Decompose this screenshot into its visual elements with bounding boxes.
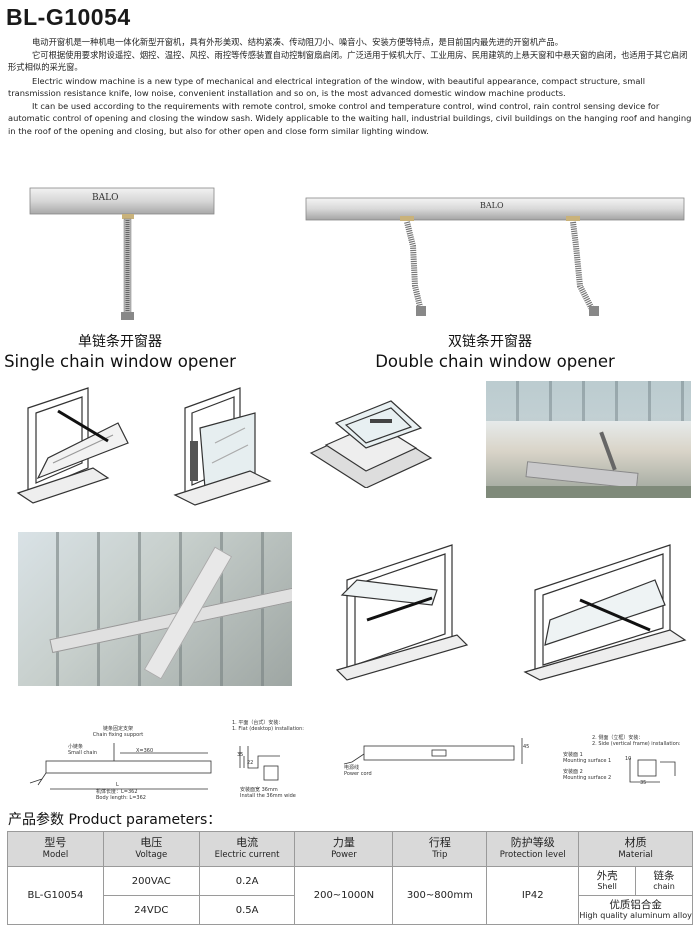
brand-logo-single: BALO — [92, 193, 119, 203]
side-dim-1: 10 — [625, 756, 632, 762]
body-length-en: Body length: L=362 — [96, 795, 146, 801]
tech-drawing-4 — [629, 758, 676, 783]
intro-cn-1: 电动开窗机是一种机电一体化新型开窗机，具有外形美观、结构紧凑、传动阻刀小、噪音小… — [32, 37, 564, 47]
single-chain-opener-image — [29, 187, 215, 320]
cell-voltage-2: 24VDC — [102, 895, 200, 925]
cell-model: BL-G10054 — [7, 866, 104, 925]
cell-trip: 300~800mm — [392, 866, 488, 925]
intro-cn-2: 它可根据使用要求附设遥控、烟控、温控、风控、雨控等传感装置自动控制窗扇启闭。广泛… — [8, 49, 688, 73]
mounting-surface-2-cn: 安装面 2 — [563, 769, 583, 775]
side-install-label: 2. 侧面（立框）安装： 2. Side (vertical frame) in… — [592, 735, 681, 747]
window-illustration-3 — [309, 400, 433, 488]
side-install-en: 2. Side (vertical frame) installation: — [592, 741, 681, 747]
side-dim-2: 35 — [640, 780, 647, 786]
mounting-surface-2-label: 安装面 2 Mounting surface 2 — [563, 769, 611, 781]
small-chain-cn: 小链条 — [68, 744, 84, 750]
side-install-cn: 2. 侧面（立框）安装： — [592, 735, 644, 741]
params-heading: 产品参数 Product parameters： — [8, 812, 222, 828]
window-illustration-1 — [16, 387, 129, 504]
x-dim-label: X=360 — [136, 748, 154, 754]
power-dim: 45 — [523, 744, 530, 750]
double-caption-cn: 双链条开窗器 — [448, 334, 532, 350]
cell-protection: IP42 — [486, 866, 580, 925]
window-illustration-5 — [523, 544, 687, 681]
intro-en-1: Electric window machine is a new type of… — [8, 75, 646, 99]
page-title: BL-G10054 — [6, 4, 131, 30]
flat-install-label: 1. 平面（台式）安装： 1. Flat (desktop) installat… — [232, 720, 304, 732]
window-illustration-4 — [335, 544, 469, 681]
flat-dim-2: 22 — [247, 760, 254, 766]
flat-note-en: Install the 36mm wide — [240, 793, 296, 799]
window-illustration-2 — [173, 387, 272, 506]
params-row-1: BL-G10054 200VAC 0.2A 200~1000N 300~800m… — [7, 866, 693, 925]
cell-current-2: 0.5A — [198, 895, 296, 925]
chain-fixing-label: 链条固定支架 Chain fixing support — [88, 726, 148, 738]
flat-note-cn: 安装面宽 36mm — [240, 787, 278, 793]
flat-dim-1: 35 — [237, 752, 244, 758]
power-cord-en: Power cord — [344, 771, 372, 777]
flat-install-en: 1. Flat (desktop) installation: — [232, 726, 304, 732]
intro-en-2: It can be used according to the requirem… — [8, 100, 692, 136]
flat-install-cn: 1. 平面（台式）安装： — [232, 720, 284, 726]
body-length-label: 机体长度：L=362 Body length: L=362 — [96, 789, 146, 801]
mounting-surface-2-en: Mounting surface 2 — [563, 775, 612, 781]
chain-fixing-cn: 链条固定支架 — [102, 726, 133, 732]
mounting-surface-1-en: Mounting surface 1 — [563, 758, 612, 764]
tech-drawing-3 — [343, 738, 523, 765]
power-cord-label: 电源线 Power cord — [344, 765, 372, 777]
tech-drawing-1 — [29, 743, 212, 790]
cell-current-1: 0.2A — [198, 866, 296, 896]
single-caption-cn: 单链条开窗器 — [78, 334, 162, 350]
tech-drawing-2 — [239, 746, 280, 781]
single-caption-en: Single chain window opener — [4, 352, 236, 371]
intro-text: 电动开窗机是一种机电一体化新型开窗机，具有外形美观、结构紧凑、传动阻刀小、噪音小… — [8, 36, 692, 137]
small-chain-en: Small chain — [68, 750, 98, 756]
chain-fixing-en: Chain fixing support — [92, 732, 144, 738]
installation-photo-1 — [486, 381, 691, 498]
cell-power: 200~1000N — [294, 866, 394, 925]
double-chain-opener-image — [305, 197, 685, 316]
mounting-surface-1-label: 安装面 1 Mounting surface 1 — [563, 752, 611, 764]
mounting-surface-1-cn: 安装面 1 — [563, 752, 583, 758]
power-cord-cn: 电源线 — [344, 765, 360, 771]
double-caption-en: Double chain window opener — [375, 352, 615, 371]
cell-voltage-1: 200VAC — [102, 866, 200, 896]
small-chain-label: 小链条 Small chain — [68, 744, 97, 756]
flat-note-label: 安装面宽 36mm Install the 36mm wide — [240, 787, 296, 799]
brand-logo-double: BALO — [480, 201, 504, 210]
l-dim-label: L — [116, 782, 119, 788]
installation-photo-2 — [18, 532, 292, 686]
body-length-cn: 机体长度：L=362 — [96, 789, 138, 795]
